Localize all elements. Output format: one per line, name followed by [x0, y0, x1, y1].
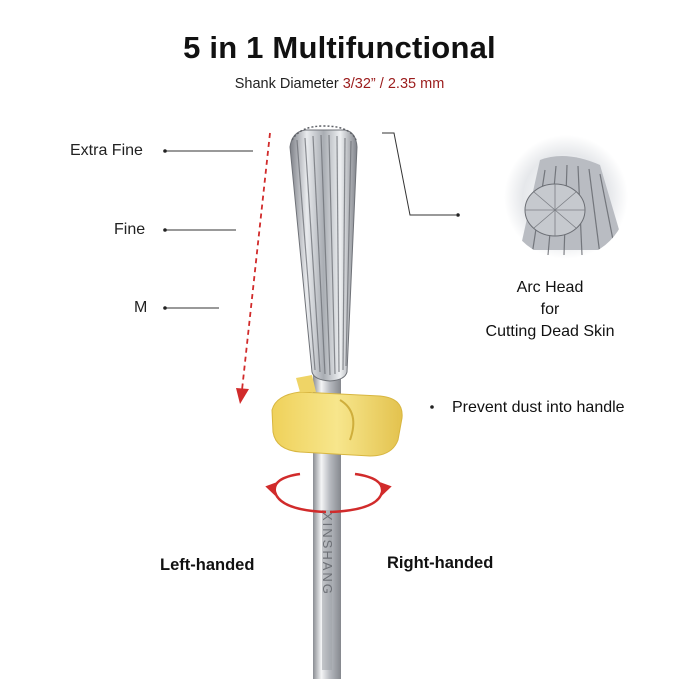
m-dot	[163, 306, 167, 310]
grade-lines	[165, 150, 253, 309]
arc-head-line3: Cutting Dead Skin	[485, 323, 615, 340]
brand-engraving	[322, 510, 332, 670]
grade-m: M	[134, 299, 148, 316]
arc-head-line2: for	[540, 301, 560, 318]
arc-head-zoom	[504, 135, 628, 259]
engraving-box: XINSHANG	[320, 512, 334, 672]
grade-extra-fine: Extra Fine	[70, 142, 143, 159]
right-handed-label: Right-handed	[387, 554, 494, 572]
flutes	[296, 134, 352, 376]
extra-fine-dot	[163, 149, 167, 153]
shank-separator: /	[375, 76, 388, 92]
arc-head-leader	[382, 132, 456, 216]
arrow-head-icon	[236, 388, 249, 404]
shank-inch: 3/32”	[342, 76, 376, 92]
left-rotation-arrow-icon	[265, 482, 277, 496]
fine-dot	[163, 228, 167, 232]
shank-diameter: Shank Diameter 3/32” / 2.35 mm	[0, 76, 679, 92]
dust-dot	[430, 405, 434, 409]
arc-head-caption: Arc Head for Cutting Dead Skin	[468, 277, 632, 343]
brand-engraving-text: XINSHANG	[320, 512, 334, 596]
dust-guard	[271, 391, 403, 457]
right-rotation-arrow-icon	[380, 482, 392, 496]
left-handed-label: Left-handed	[160, 556, 255, 574]
grade-fine: Fine	[114, 221, 146, 238]
shank-mm: 2.35 mm	[387, 76, 445, 92]
arc-head-line1: Arc Head	[516, 279, 584, 296]
shank-label: Shank Diameter	[234, 76, 343, 92]
guard-tab	[296, 375, 316, 392]
page-title: 5 in 1 Multifunctional	[183, 30, 496, 65]
direction-dashed-arrow	[241, 132, 271, 391]
arc-head-dot	[456, 213, 460, 217]
bit-head	[289, 129, 358, 382]
dust-note: Prevent dust into handle	[452, 399, 625, 416]
